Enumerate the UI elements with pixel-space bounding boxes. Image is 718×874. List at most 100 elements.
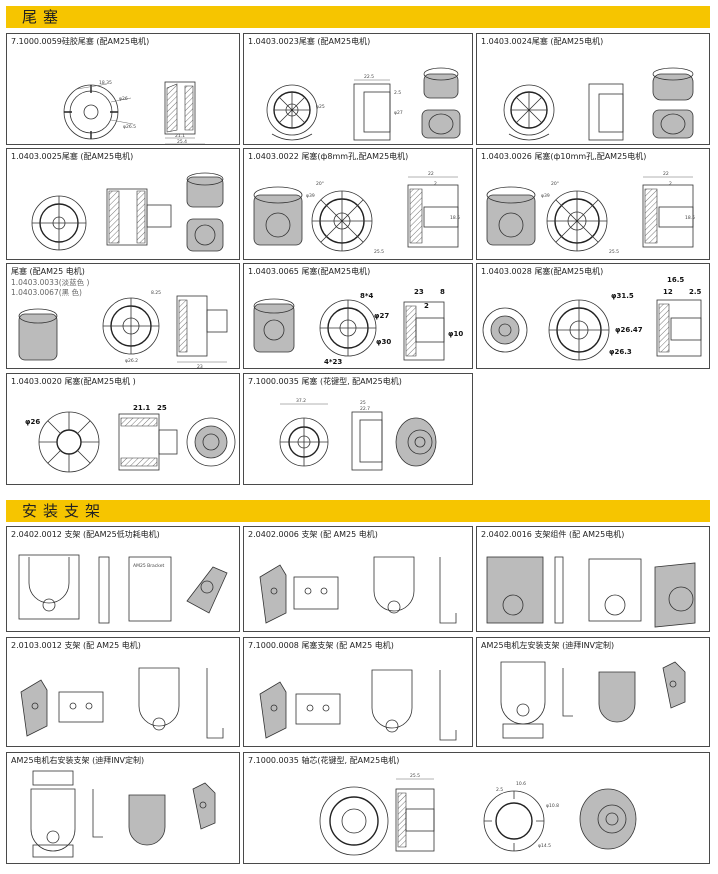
dimension-label: φ26.2 bbox=[125, 358, 138, 364]
dimension-label: 10.6 bbox=[516, 781, 526, 787]
dimension-label: 2.5 bbox=[394, 90, 401, 96]
dimension-label: 21.1 bbox=[133, 404, 150, 412]
product-label: AM25电机左安装支架 (迪拜INV定制) bbox=[481, 641, 615, 650]
product-label: 1.0403.0026 尾塞(ф10mm孔,配AM25电机) bbox=[481, 152, 647, 161]
dimension-label: φ10 bbox=[448, 330, 463, 338]
dimension-label: 18.5 bbox=[685, 215, 695, 221]
dimension-label: φ25 bbox=[316, 104, 325, 110]
drawing-end-plug-0024 bbox=[503, 67, 694, 141]
product-card-shaft-core-0035[interactable]: 7.1000.0035 轴芯(花键型, 配AM25电机) 25.5 10.6 2… bbox=[243, 752, 710, 864]
variant-label: 1.0403.0033(淡蓝色 ) bbox=[11, 278, 90, 287]
product-label: 尾塞 (配AM25 电机) bbox=[11, 267, 85, 276]
product-label: 1.0403.0025尾塞 (配AM25电机) bbox=[11, 152, 134, 161]
dimension-label: φ26.3 bbox=[609, 348, 632, 356]
drawing-end-plug-0025 bbox=[31, 172, 224, 252]
dimension-label: 23 bbox=[414, 288, 424, 296]
product-card-end-plug-0059[interactable]: 7.1000.0059硅胶尾塞 (配AM25电机) 18.35 φ26 φ26.… bbox=[6, 33, 240, 145]
drawing-bracket-0012: AM25 Bracket bbox=[18, 554, 228, 624]
product-card-bracket-2-0103-0012[interactable]: 2.0103.0012 支架 (配 AM25 电机) bbox=[6, 637, 240, 747]
product-card-bracket-0006[interactable]: 2.0402.0006 支架 (配 AM25 电机) bbox=[243, 526, 473, 632]
dimension-label: 8 bbox=[440, 288, 445, 296]
dimension-label: 12 bbox=[663, 288, 673, 296]
dimension-label: φ27 bbox=[394, 110, 403, 116]
dimension-label: φ26.5 bbox=[123, 124, 136, 130]
dimension-label: 25.5 bbox=[609, 249, 619, 255]
product-card-end-plug-0025[interactable]: 1.0403.0025尾塞 (配AM25电机) bbox=[6, 148, 240, 260]
product-card-end-plug-0023[interactable]: 1.0403.0023尾塞 (配AM25电机) 22.5 2.5 φ25 φ27 bbox=[243, 33, 473, 145]
variant-label: 1.0403.0067(黑 色) bbox=[11, 288, 82, 297]
dimension-label: 25 bbox=[157, 404, 167, 412]
product-label: 1.0403.0022 尾塞(ф8mm孔,配AM25电机) bbox=[248, 152, 409, 161]
drawing-bracket-left-inv bbox=[500, 661, 686, 739]
dimension-label: 25 bbox=[360, 400, 366, 406]
dimension-label: φ26 bbox=[119, 96, 128, 102]
dimension-label: 22 bbox=[663, 171, 669, 177]
product-card-bracket-0016[interactable]: 2.0402.0016 支架组件 (配 AM25电机) bbox=[476, 526, 710, 632]
product-label: 7.1000.0035 轴芯(花键型, 配AM25电机) bbox=[248, 756, 400, 765]
product-card-end-plug-0028[interactable]: 1.0403.0028 尾塞(配AM25电机) φ31.5 φ26.47 φ26… bbox=[476, 263, 710, 369]
product-card-end-plug-0033-0067[interactable]: 尾塞 (配AM25 电机) 1.0403.0033(淡蓝色 ) 1.0403.0… bbox=[6, 263, 240, 369]
dimension-label: φ39 bbox=[541, 193, 550, 199]
product-card-bracket-left-inv[interactable]: AM25电机左安装支架 (迪拜INV定制) bbox=[476, 637, 710, 747]
product-card-end-plug-0035[interactable]: 7.1000.0035 尾塞 (花键型, 配AM25电机) 37.2 22.7 … bbox=[243, 373, 473, 485]
drawing-end-plug-0033: 8.25 φ26.2 23 bbox=[18, 290, 228, 368]
dimension-label: 8*4 bbox=[360, 292, 374, 300]
product-label: 1.0403.0028 尾塞(配AM25电机) bbox=[481, 267, 604, 276]
dimension-label: 20° bbox=[551, 181, 559, 187]
section-title: 安装支架 bbox=[22, 502, 107, 520]
dimension-label: 4*23 bbox=[324, 358, 342, 366]
drawing-end-plug-0022: 20° φ39 22 2 18.5 25.5 bbox=[253, 171, 460, 255]
product-card-end-plug-0024[interactable]: 1.0403.0024尾塞 (配AM25电机) bbox=[476, 33, 710, 145]
product-label: 2.0402.0016 支架组件 (配 AM25电机) bbox=[481, 530, 625, 539]
product-label: AM25电机右安装支架 (迪拜INV定制) bbox=[11, 756, 145, 765]
dimension-label: φ26.47 bbox=[615, 326, 643, 334]
dimension-label: 18.5 bbox=[450, 215, 460, 221]
drawing-bracket-right-inv bbox=[30, 770, 216, 858]
dimension-label: 37.2 bbox=[296, 398, 306, 404]
section-title: 尾塞 bbox=[22, 8, 65, 26]
product-card-end-plug-0022[interactable]: 1.0403.0022 尾塞(ф8mm孔,配AM25电机) 20° φ39 22… bbox=[243, 148, 473, 260]
dimension-label: 2 bbox=[669, 181, 672, 187]
dimension-label: φ39 bbox=[306, 193, 315, 199]
product-card-end-plug-0065[interactable]: 1.0403.0065 尾塞(配AM25电机) 8*4 φ27 φ30 4*23… bbox=[243, 263, 473, 369]
drawing-bracket-0016 bbox=[486, 556, 696, 628]
drawing-end-plug-0065: 8*4 φ27 φ30 4*23 23 8 2 φ10 bbox=[253, 288, 463, 366]
dimension-label: 20° bbox=[316, 181, 324, 187]
product-label: 2.0103.0012 支架 (配 AM25 电机) bbox=[11, 641, 141, 650]
drawing-bracket-0008 bbox=[259, 669, 457, 741]
drawing-end-plug-0026: 20° φ39 22 2 18.5 25.5 bbox=[486, 171, 695, 255]
drawing-end-plug-0059: 18.35 φ26 φ26.5 21.1 25.4 bbox=[63, 80, 205, 145]
product-label: 7.1000.0008 尾塞支架 (配 AM25 电机) bbox=[248, 641, 394, 650]
dimension-label: 22 bbox=[428, 171, 434, 177]
drawing-bracket-2-0103-0012 bbox=[20, 667, 224, 739]
drawing-end-plug-0035: 37.2 22.7 25 bbox=[279, 398, 437, 471]
product-label: 7.1000.0035 尾塞 (花键型, 配AM25电机) bbox=[248, 377, 402, 386]
product-label: 1.0403.0024尾塞 (配AM25电机) bbox=[481, 37, 604, 46]
bracket-label: AM25 Bracket bbox=[133, 563, 165, 569]
dimension-label: 21.1 bbox=[175, 133, 185, 139]
product-card-end-plug-0026[interactable]: 1.0403.0026 尾塞(ф10mm孔,配AM25电机) 20° φ39 2… bbox=[476, 148, 710, 260]
product-label: 2.0402.0006 支架 (配 AM25 电机) bbox=[248, 530, 378, 539]
dimension-label: φ31.5 bbox=[611, 292, 634, 300]
dimension-label: φ27 bbox=[374, 312, 389, 320]
drawing-end-plug-0020: φ26 21.1 25 bbox=[25, 404, 236, 473]
dimension-label: 2.5 bbox=[689, 288, 702, 296]
product-card-bracket-0012[interactable]: 2.0402.0012 支架 (配AM25低功耗电机) AM25 Bracket bbox=[6, 526, 240, 632]
section-header-end-plug: 尾塞 bbox=[6, 6, 710, 28]
product-label: 2.0402.0012 支架 (配AM25低功耗电机) bbox=[11, 530, 160, 539]
dimension-label: φ14.5 bbox=[538, 843, 551, 849]
product-card-end-plug-0020[interactable]: 1.0403.0020 尾塞(配AM25电机 ) φ26 21.1 25 bbox=[6, 373, 240, 485]
dimension-label: 25.4 bbox=[177, 139, 187, 145]
drawing-shaft-core-0035: 25.5 10.6 2.5 φ10.8 φ14.5 bbox=[319, 773, 637, 856]
dimension-label: 25.5 bbox=[374, 249, 384, 255]
dimension-label: 16.5 bbox=[667, 276, 684, 284]
dimension-label: φ30 bbox=[376, 338, 391, 346]
drawing-end-plug-0023: 22.5 2.5 φ25 φ27 bbox=[266, 67, 461, 141]
dimension-label: 18.35 bbox=[99, 80, 112, 86]
product-card-bracket-right-inv[interactable]: AM25电机右安装支架 (迪拜INV定制) bbox=[6, 752, 240, 864]
drawing-bracket-0006 bbox=[259, 556, 457, 624]
product-card-bracket-0008[interactable]: 7.1000.0008 尾塞支架 (配 AM25 电机) bbox=[243, 637, 473, 747]
product-label: 1.0403.0020 尾塞(配AM25电机 ) bbox=[11, 377, 136, 386]
dimension-label: 25.5 bbox=[410, 773, 420, 779]
dimension-label: 22.7 bbox=[360, 406, 370, 412]
